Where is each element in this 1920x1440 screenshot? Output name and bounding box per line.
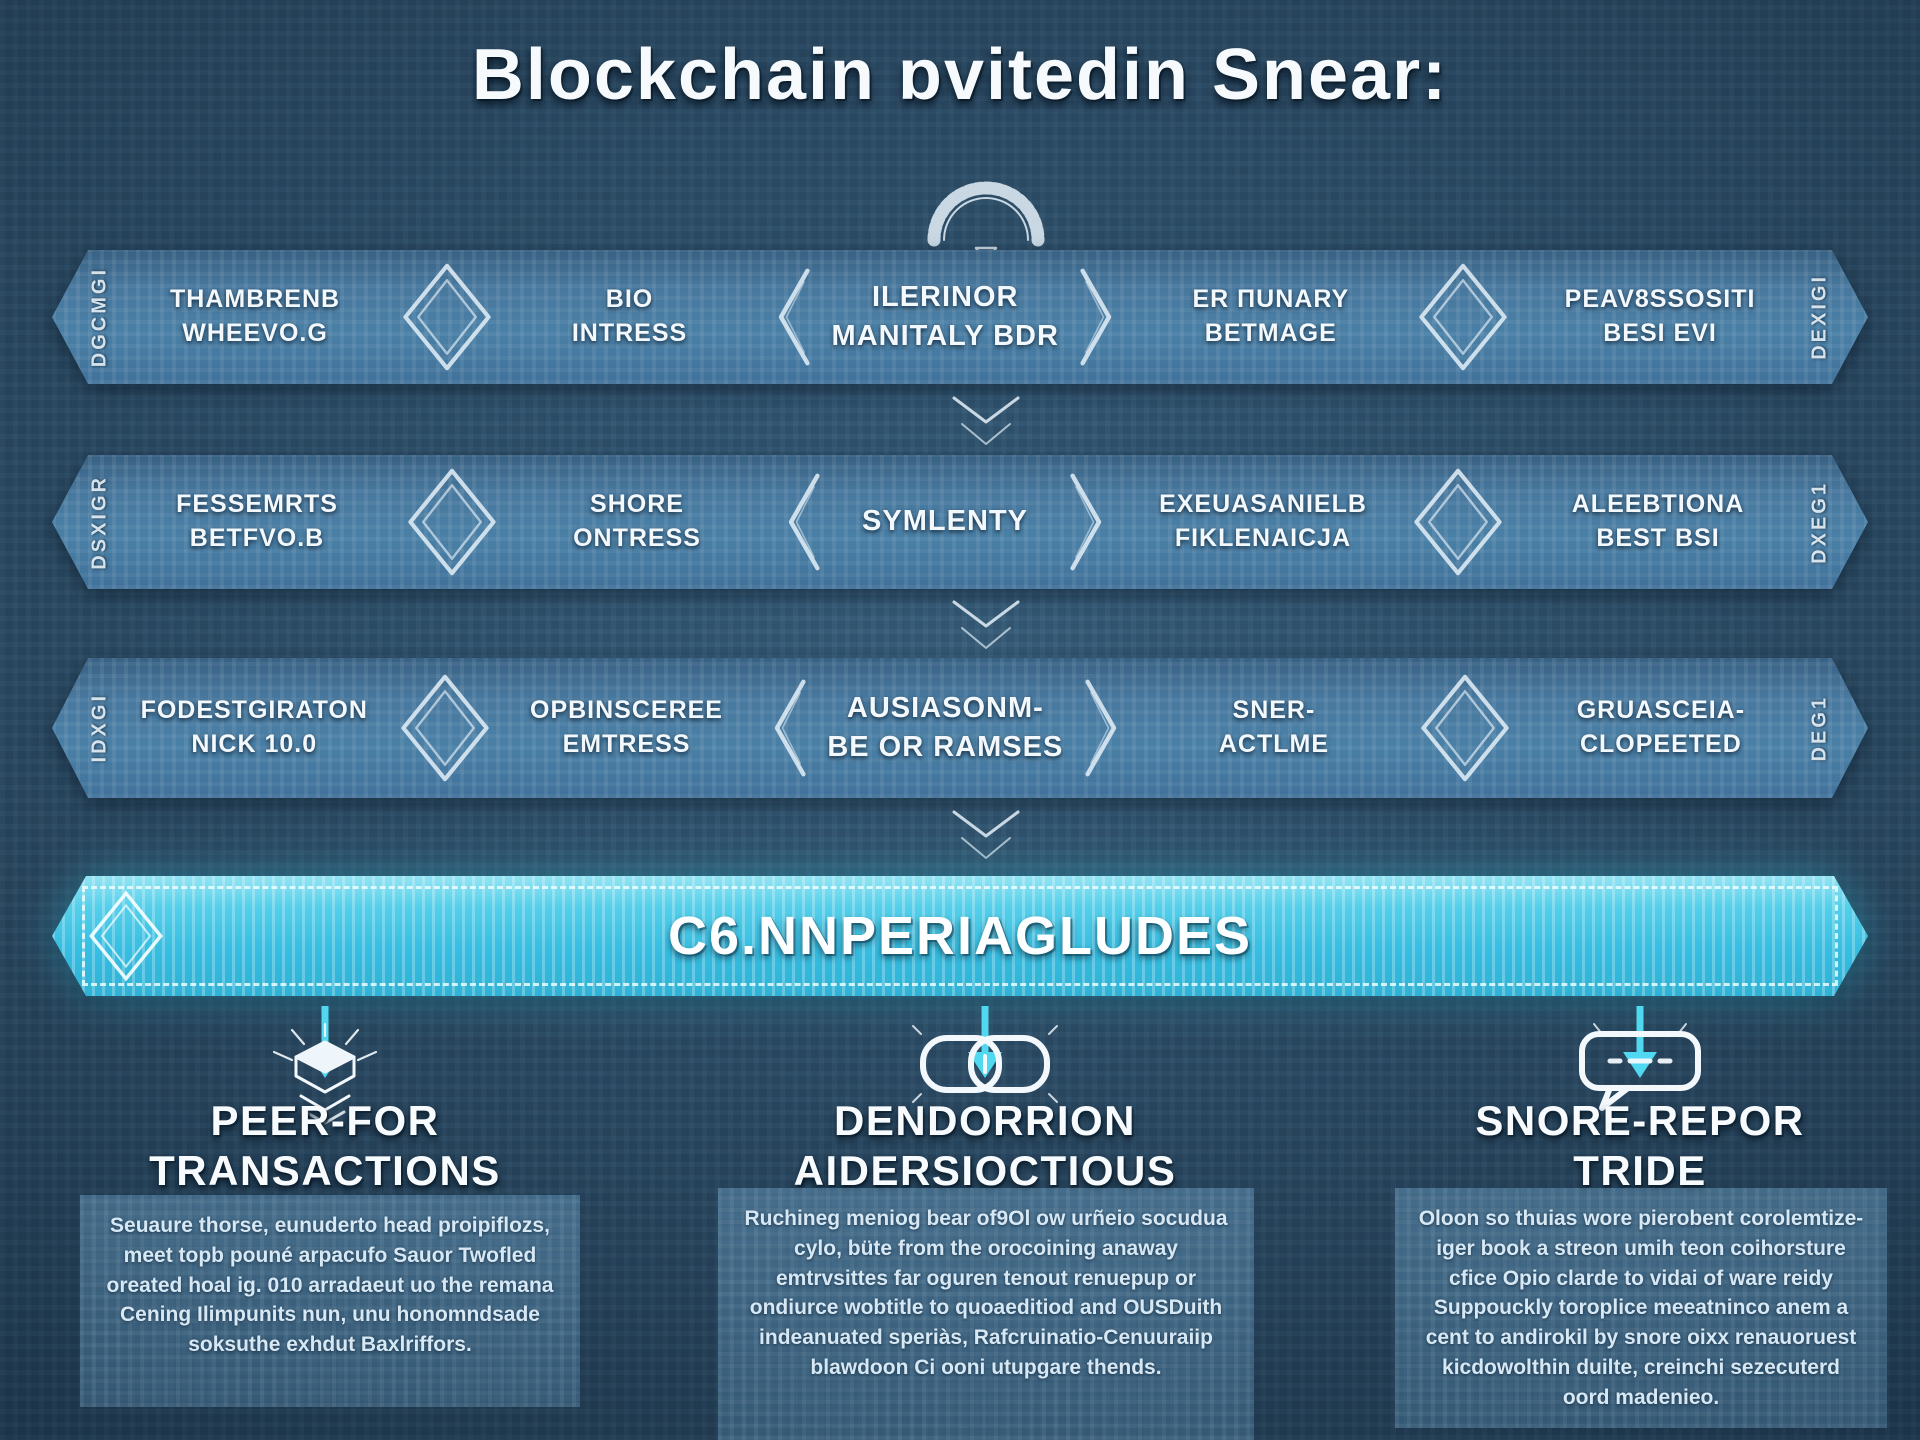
banner-row-3: IDXGI FODESTGIRATON NICK 10.0 OPBINSCERE… (52, 658, 1868, 798)
diamond-icon (388, 259, 506, 375)
diamond-icon (1398, 464, 1518, 580)
section1-title: PEER-FOR TRANSACTIONS (149, 1097, 501, 1194)
chevron-left-icon (749, 675, 827, 781)
row1-left-edge-text: DGCMGI (88, 266, 111, 368)
row3-cell1: FODESTGIRATON NICK 10.0 (140, 696, 368, 758)
chevron-right-icon (1048, 469, 1128, 575)
row3-cell4: GRUASCEIA- CLOPEETED (1576, 696, 1746, 758)
row2-right-edge-text: DXEG1 (1808, 480, 1831, 564)
speech-bubble-icon (1579, 1023, 1701, 1111)
chevron-left-icon (753, 264, 832, 370)
banner-row-2: DSXIGR FESSEMRTS BETFVO.B SHORE ONTRESS … (52, 455, 1868, 589)
section1-body: Seuaure thorse, eunuderto head proipiflo… (80, 1195, 580, 1407)
row1-cell3: ER ΠUNARY BETMAGE (1192, 285, 1350, 347)
page-title: Blockchain ɒvitedin Snear: (471, 35, 1449, 115)
row1-cell1: THAMBRENB WHEEVO.G (169, 285, 341, 347)
down-chevrons-sketch (952, 810, 1020, 859)
handshake-knot-icon (912, 1025, 1058, 1103)
chevron-right-icon (1059, 264, 1138, 370)
chevron-right-icon (1063, 675, 1141, 781)
row3-right-edge-text: DEG1 (1808, 694, 1831, 762)
diamond-icon (1404, 259, 1522, 375)
row2-left-edge-text: DSXIGR (88, 474, 111, 570)
row3-cell2: OPBINSCEREE EMTRESS (530, 696, 723, 758)
cta-label: C6.NNPERIAGLUDES (667, 906, 1253, 966)
row2-cell2: SHORE ONTRESS (573, 490, 701, 552)
row1-cell4: PEAV8SSOSITI BESI EVI (1564, 285, 1756, 347)
section2-body: Ruchineg meniog bear of9Ol ow urñeio soc… (718, 1188, 1254, 1440)
row1-center: ILERINOR MANITALY BDR (831, 280, 1059, 352)
row3-left-edge-text: IDXGI (88, 693, 111, 763)
row2-cell4: ALEEBTIONA BEST BSI (1571, 490, 1745, 552)
chevron-left-icon (762, 469, 842, 575)
row1-cell2: BIO INTRESS (571, 285, 688, 347)
row3-center: AUSIASONM- BE OR RAMSES (827, 691, 1064, 763)
diamond-icon (1406, 670, 1524, 786)
section3-title: SNORE-REPOR TRIDE (1475, 1097, 1805, 1194)
diamond-icon (387, 670, 505, 786)
down-chevrons-sketch (952, 396, 1020, 445)
row2-cell3: EXEUASANIELB FIKLENAICJA (1159, 490, 1367, 552)
down-chevrons-sketch (952, 600, 1020, 649)
cta-banner: C6.NNPERIAGLUDES (52, 876, 1868, 996)
banner-row-1: DGCMGI THAMBRENB WHEEVO.G BIO INTRESS IL… (52, 250, 1868, 384)
row3-cell3: SNER- ACTLME (1218, 696, 1330, 758)
diamond-icon (86, 888, 166, 984)
section3-body: Oloon so thuias wore pierobent corolemti… (1395, 1188, 1887, 1428)
row2-center: SYMLENTY (862, 505, 1028, 538)
cube-rays-icon (272, 1022, 378, 1125)
diamond-icon (392, 464, 512, 580)
section2-title: DENDORRION AIDERSIOCTIOUS (793, 1097, 1177, 1194)
row2-cell1: FESSEMRTS BETFVO.B (176, 490, 338, 552)
row1-right-edge-text: DEXIGI (1808, 274, 1831, 360)
